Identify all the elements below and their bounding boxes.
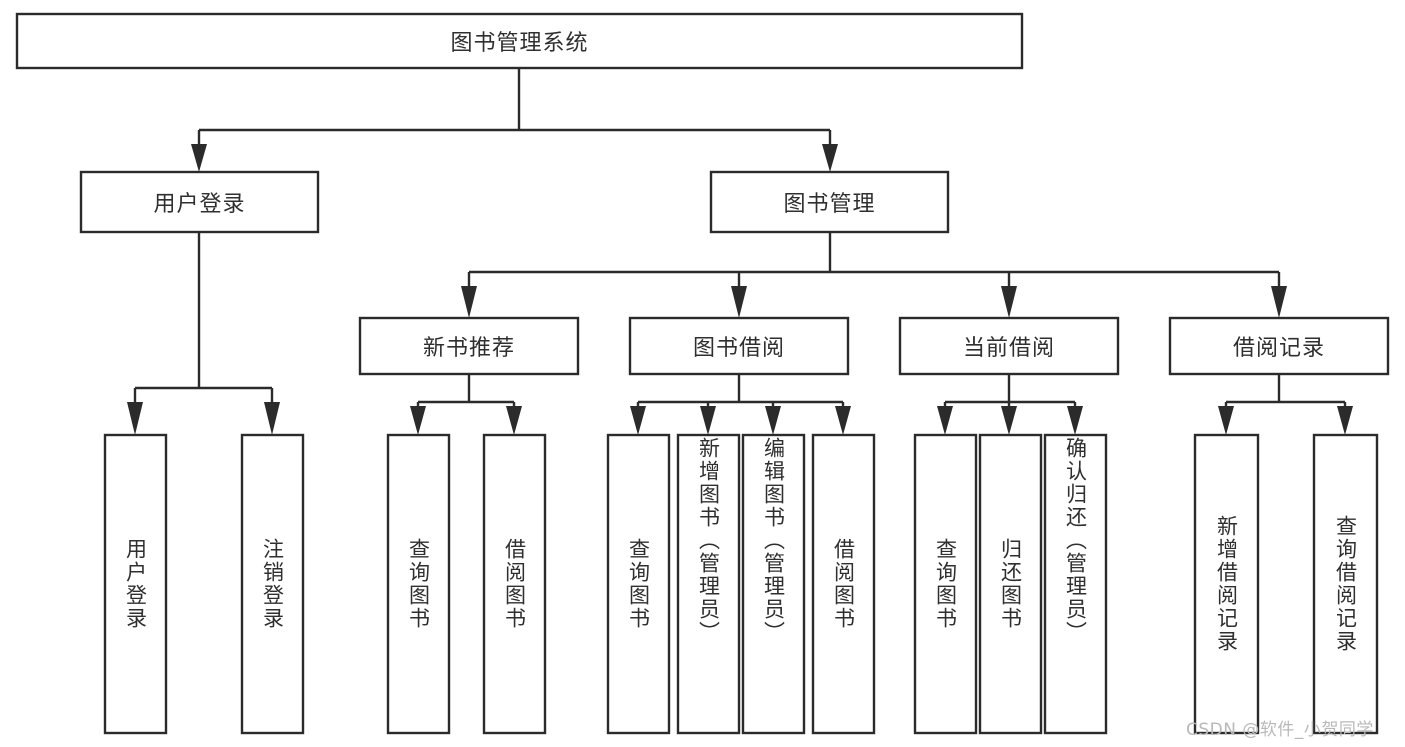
arrow-head-current-borrow [1001,286,1017,318]
arrow-head-book-borrow [731,286,747,318]
node-box-leaf-query-book-1[interactable] [386,433,451,735]
node-box-book-borrow[interactable] [628,316,850,376]
node-box-leaf-logout-login[interactable] [240,433,305,735]
arrow-head-leaf-query-book-2 [630,406,646,435]
node-box-leaf-return-book[interactable] [978,433,1043,735]
node-box-leaf-confirm-return[interactable] [1043,433,1108,735]
arrow-head-leaf-query-book-3 [937,406,953,435]
node-box-leaf-add-book[interactable] [676,433,741,735]
node-box-leaf-query-book-3[interactable] [913,433,978,735]
node-box-leaf-add-record[interactable] [1193,433,1260,735]
arrow-head-leaf-query-record [1337,406,1353,435]
node-box-leaf-query-book-2[interactable] [606,433,671,735]
arrow-head-leaf-add-record [1218,406,1234,435]
arrow-head-leaf-confirm-return [1067,406,1083,435]
arrow-head-leaf-query-book-1 [410,406,426,435]
node-box-leaf-borrow-book-1[interactable] [482,433,547,735]
node-box-leaf-edit-book[interactable] [741,433,806,735]
node-box-borrow-record[interactable] [1168,316,1390,376]
node-box-new-book-recommend[interactable] [358,316,580,376]
node-box-root[interactable] [15,12,1024,70]
node-box-user-login[interactable] [79,170,320,234]
connector-layer [127,68,1353,435]
arrow-head-leaf-user-login [127,402,143,435]
node-box-leaf-user-login[interactable] [103,433,168,735]
arrow-head-leaf-borrow-book-1 [506,406,522,435]
node-layer [15,12,1390,735]
arrow-head-leaf-return-book [1001,406,1017,435]
arrow-head-user-login [191,144,207,172]
arrow-head-leaf-borrow-book-2 [835,406,851,435]
arrow-head-leaf-edit-book [765,406,781,435]
arrow-head-book-manage [822,144,838,172]
arrow-head-leaf-logout [264,402,280,435]
arrow-head-leaf-add-book [700,406,716,435]
node-box-leaf-borrow-book-2[interactable] [811,433,876,735]
arrow-head-borrow-record [1271,286,1287,318]
node-box-current-borrow[interactable] [898,316,1120,376]
node-box-leaf-query-record[interactable] [1312,433,1379,735]
node-box-book-manage[interactable] [709,170,950,234]
arrow-head-new-book [461,286,477,318]
